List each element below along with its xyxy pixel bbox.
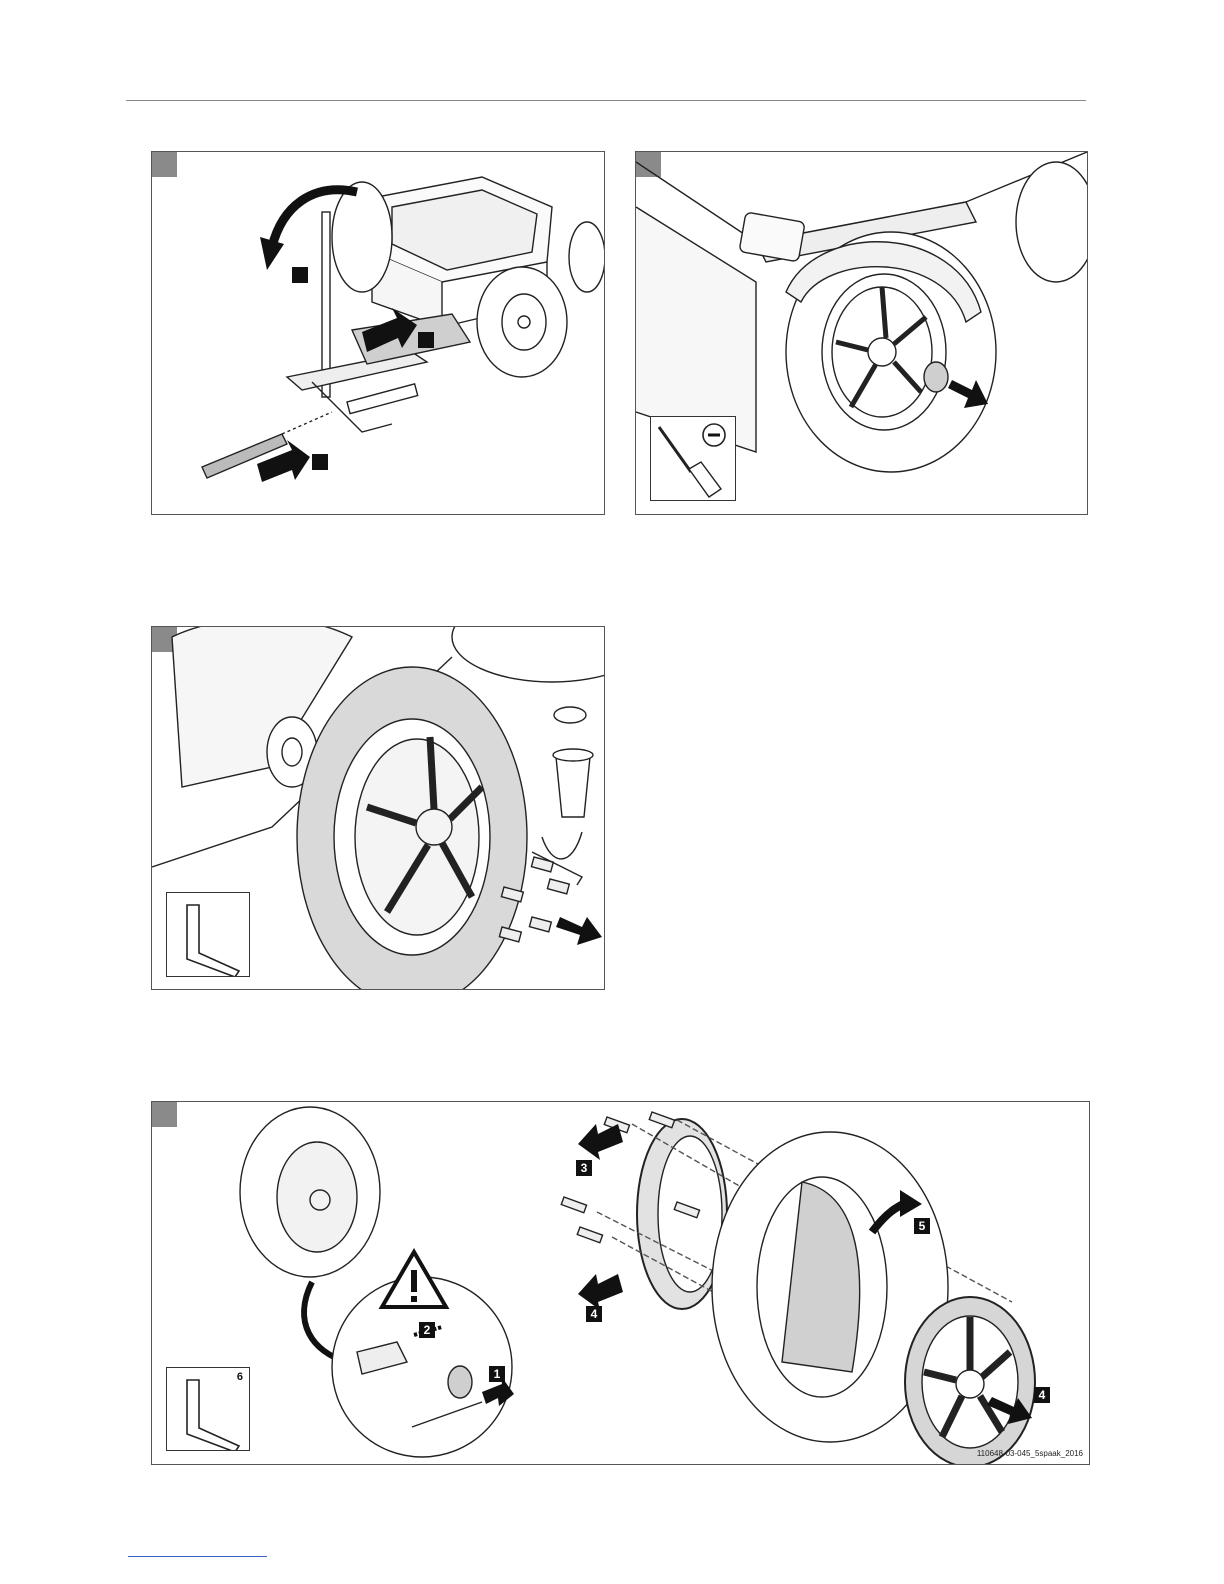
- tool-size-label: 6: [237, 1371, 243, 1383]
- flat-screwdriver-icon: [651, 417, 735, 500]
- step-badge-2: 2: [419, 1322, 435, 1338]
- step-badge-3: 3: [576, 1160, 592, 1176]
- tool-box-screwdriver: [650, 416, 736, 501]
- illustration-tire-disassembly: [152, 1102, 1089, 1464]
- tool-box-hex-key: [166, 892, 250, 977]
- step-badge-4-ring: 4: [586, 1306, 602, 1322]
- step-badge: [418, 332, 434, 348]
- step-badge-1: 1: [489, 1366, 505, 1382]
- step-badge: [292, 267, 308, 283]
- hex-key-icon: [167, 893, 249, 976]
- step-badge-5: 5: [914, 1218, 930, 1234]
- figure-reference-code: 110648-03-045_5spaak_2016: [977, 1449, 1083, 1458]
- tool-box-hex-key-6: 6: [166, 1367, 250, 1451]
- figure-panel-remove-hubcap: [635, 151, 1088, 515]
- figure-panel-remove-wheel: [151, 626, 605, 990]
- figure-panel-tire-disassembly: 6 1 2 3 4 4 5 110648-03-045_5spaak_2016: [151, 1101, 1090, 1465]
- step-badge: [312, 454, 328, 470]
- step-badge-4-hub: 4: [1034, 1387, 1050, 1403]
- illustration-lift-chassis: [152, 152, 604, 514]
- figure-panel-lift-chassis: [151, 151, 605, 515]
- footer-link-rule: [128, 1556, 267, 1557]
- header-rule: [126, 100, 1086, 101]
